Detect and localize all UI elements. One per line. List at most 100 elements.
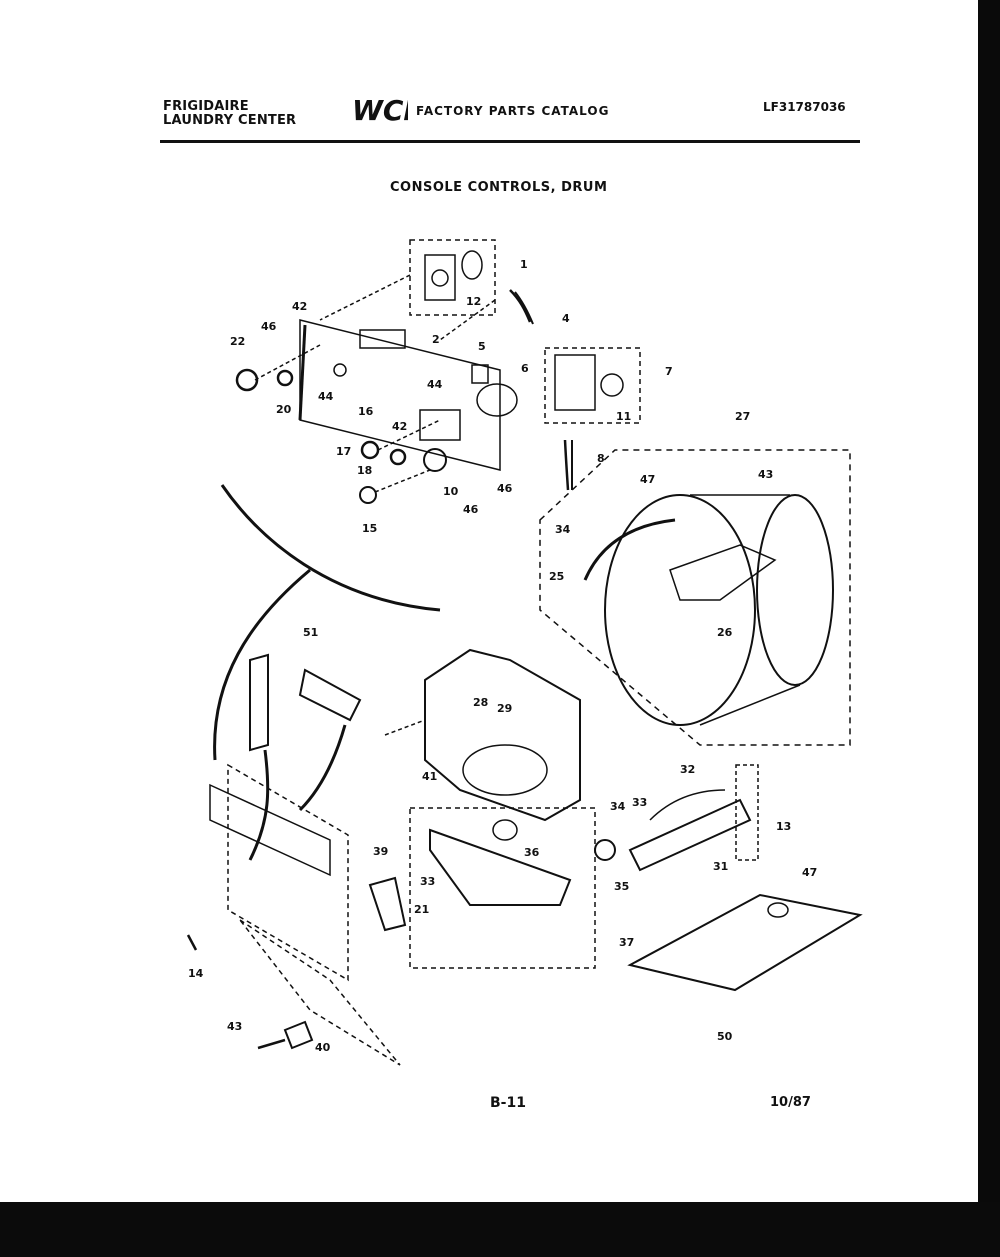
module-7-body bbox=[554, 354, 596, 411]
callout-13: 13 bbox=[776, 820, 791, 833]
callout-47b: 47 bbox=[802, 866, 817, 879]
bracket-40 bbox=[283, 1020, 314, 1050]
knob-22 bbox=[235, 368, 259, 392]
rod-32 bbox=[649, 789, 726, 821]
wci-logo: WCI bbox=[352, 94, 408, 124]
callout-6: 6 bbox=[521, 362, 529, 375]
section-title: CONSOLE CONTROLS, DRUM bbox=[390, 180, 608, 195]
callout-44b: 44 bbox=[427, 378, 443, 391]
knob-20 bbox=[276, 369, 294, 387]
callout-10: 10 bbox=[443, 485, 459, 498]
drum-baffle-26 bbox=[669, 544, 777, 601]
part-5 bbox=[471, 364, 489, 384]
callout-5: 5 bbox=[478, 340, 486, 353]
callout-29: 29 bbox=[497, 702, 512, 715]
switch-cap bbox=[461, 250, 483, 280]
bracket-51a bbox=[249, 653, 269, 752]
bulkhead bbox=[424, 648, 581, 822]
callout-33a: 33 bbox=[632, 796, 647, 809]
filter-knob bbox=[492, 819, 518, 841]
callout-46a: 46 bbox=[261, 320, 277, 333]
callout-42a: 42 bbox=[292, 300, 307, 313]
wci-logo-text: WCI bbox=[352, 94, 408, 124]
drum-rear-rim bbox=[756, 494, 834, 686]
scan-edge-strip bbox=[978, 0, 1000, 1257]
callout-36: 36 bbox=[524, 846, 540, 859]
lint-filter-36 bbox=[429, 828, 572, 906]
catalog-title: FACTORY PARTS CATALOG bbox=[416, 104, 610, 118]
lint-filter-box bbox=[409, 807, 596, 969]
base-50 bbox=[627, 893, 863, 992]
callout-51: 51 bbox=[303, 626, 318, 639]
switch-body bbox=[424, 254, 456, 301]
rail-bracket bbox=[735, 764, 759, 861]
callout-37: 37 bbox=[619, 936, 634, 949]
baffle-24 bbox=[583, 518, 676, 581]
callout-50: 50 bbox=[717, 1030, 733, 1043]
callout-22: 22 bbox=[230, 335, 245, 348]
callout-17: 17 bbox=[336, 445, 351, 458]
knob-15 bbox=[359, 486, 377, 504]
pulley-35 bbox=[594, 839, 616, 861]
callout-20: 20 bbox=[276, 403, 292, 416]
timer-6 bbox=[476, 383, 518, 417]
callout-26: 26 bbox=[717, 626, 733, 639]
part-39 bbox=[368, 876, 407, 932]
model-number: LF31787036 bbox=[763, 100, 846, 114]
callout-41: 41 bbox=[422, 770, 437, 783]
callout-39: 39 bbox=[373, 845, 388, 858]
front-control-strip bbox=[209, 783, 331, 877]
drum-outline bbox=[539, 449, 851, 746]
bracket-51b bbox=[298, 668, 362, 722]
callout-34b: 34 bbox=[610, 800, 626, 813]
callout-47a: 47 bbox=[640, 473, 655, 486]
wire-4 bbox=[509, 289, 532, 323]
callout-21: 21 bbox=[414, 903, 429, 916]
callout-18: 18 bbox=[357, 464, 372, 477]
rail-31 bbox=[628, 798, 752, 872]
callout-8: 8 bbox=[597, 452, 605, 465]
brand-line-1: FRIGIDAIRE bbox=[163, 99, 249, 114]
callout-33b: 33 bbox=[420, 875, 435, 888]
callout-25: 25 bbox=[549, 570, 564, 583]
callout-43a: 43 bbox=[758, 468, 773, 481]
switch-knob-hole bbox=[431, 269, 449, 287]
knob-10 bbox=[423, 448, 447, 472]
wire-8 bbox=[563, 439, 570, 491]
switch-module-box bbox=[409, 239, 496, 316]
callout-1: 1 bbox=[520, 258, 528, 271]
bulkhead-opening-41 bbox=[462, 744, 548, 796]
base-hole-47 bbox=[767, 902, 789, 918]
callout-42b: 42 bbox=[392, 420, 407, 433]
callout-34a: 34 bbox=[555, 523, 571, 536]
front-panel-box bbox=[227, 763, 349, 982]
callout-43b: 43 bbox=[227, 1020, 242, 1033]
cabinet-arc bbox=[220, 484, 441, 612]
callout-31: 31 bbox=[713, 860, 728, 873]
brand-line-2: LAUNDRY CENTER bbox=[163, 113, 297, 128]
callout-2: 2 bbox=[432, 333, 440, 346]
callout-11: 11 bbox=[616, 410, 631, 423]
callout-44a: 44 bbox=[318, 390, 334, 403]
cabinet-side-arc bbox=[213, 568, 311, 761]
header-rule bbox=[160, 140, 860, 143]
callout-40: 40 bbox=[315, 1041, 331, 1054]
drum-front-rim bbox=[604, 494, 756, 726]
callout-12: 12 bbox=[466, 295, 481, 308]
callout-46c: 46 bbox=[497, 482, 513, 495]
scan-bottom-band bbox=[0, 1202, 1000, 1257]
lower-frame bbox=[239, 919, 401, 1066]
callout-15: 15 bbox=[362, 522, 377, 535]
switch-2 bbox=[359, 329, 406, 349]
callout-35: 35 bbox=[614, 880, 629, 893]
callout-16: 16 bbox=[358, 405, 374, 418]
page-number: B-11 bbox=[490, 1095, 526, 1111]
callout-32: 32 bbox=[680, 763, 695, 776]
callout-14: 14 bbox=[188, 967, 204, 980]
callout-4: 4 bbox=[562, 312, 570, 325]
callout-46b: 46 bbox=[463, 503, 479, 516]
console-panel bbox=[299, 319, 501, 471]
panel-window bbox=[419, 409, 461, 441]
module-7-box bbox=[544, 347, 641, 424]
